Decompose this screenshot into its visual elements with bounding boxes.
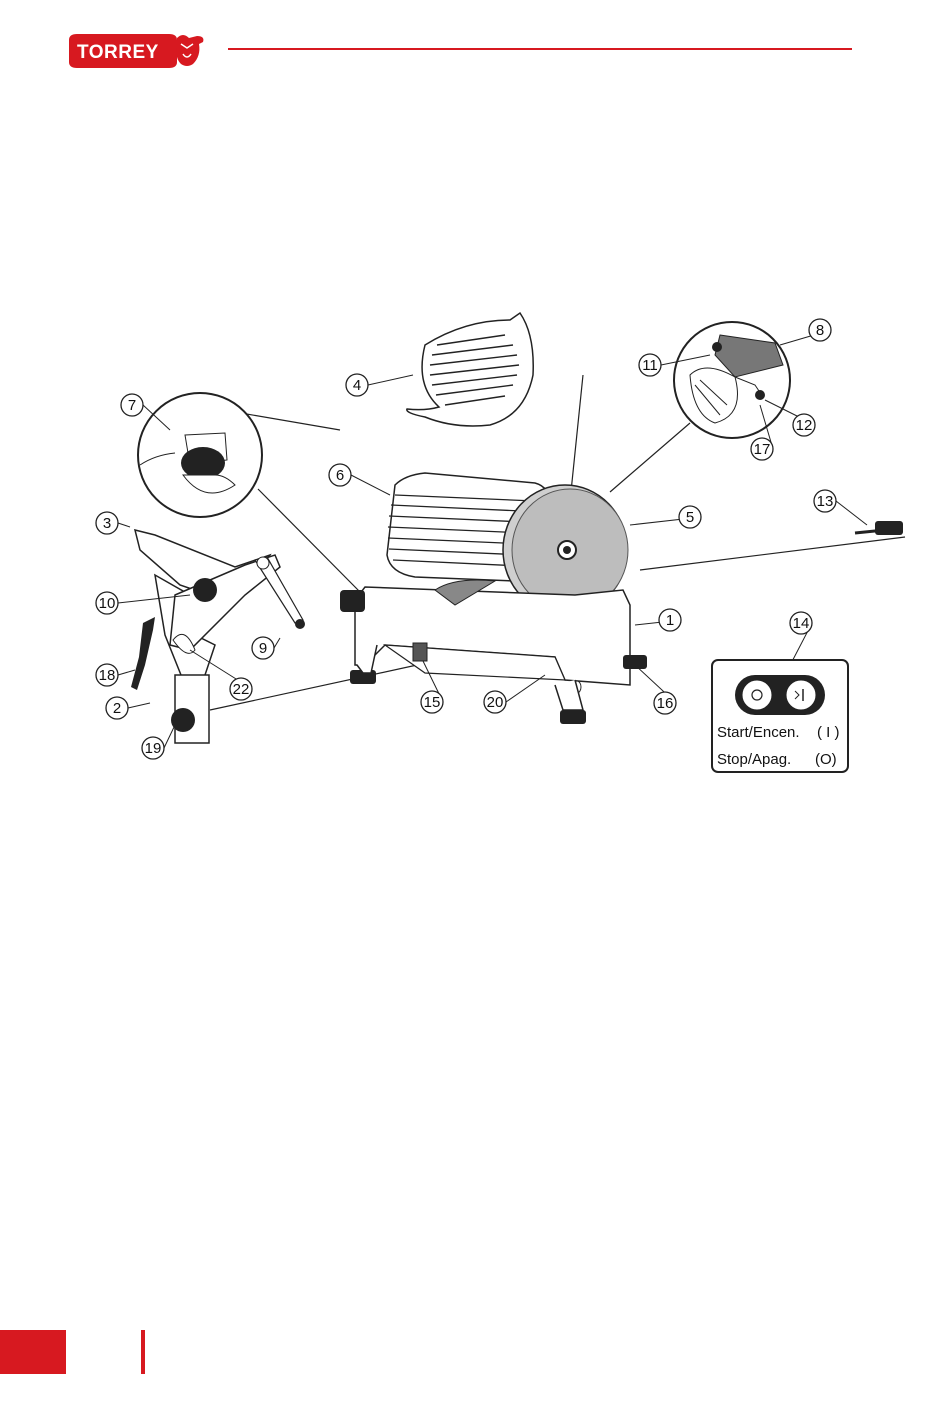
detail-circle-knob [138, 393, 262, 517]
callout-1: 1 [635, 609, 681, 631]
callout-number: 8 [816, 322, 824, 339]
base-body-part [355, 580, 630, 693]
callout-number: 4 [353, 377, 361, 394]
bull-head-icon [177, 35, 204, 66]
stop-label: Stop/Apag. [717, 751, 791, 768]
callout-number: 10 [99, 595, 116, 612]
callout-number: 2 [113, 700, 121, 717]
callout-16: 16 [635, 665, 676, 714]
callout-number: 12 [796, 417, 813, 434]
sharpener-rod-part [855, 521, 903, 535]
callout-number: 20 [487, 694, 504, 711]
callout-number: 9 [259, 640, 267, 657]
pusher-handle-part [131, 617, 155, 690]
start-label: Start/Encen. [717, 724, 800, 741]
callout-number: 19 [145, 740, 162, 757]
callout-6: 6 [329, 464, 390, 495]
callout-9: 9 [252, 637, 280, 659]
carriage-knob-part [193, 578, 217, 602]
callout-number: 15 [424, 694, 441, 711]
callout-number: 11 [642, 357, 658, 374]
stop-symbol: (O) [815, 751, 837, 768]
logo-wordmark: TORREY [77, 42, 159, 63]
torrey-logo: TORREY [65, 30, 207, 72]
callout-3: 3 [96, 512, 130, 534]
callout-number: 7 [128, 397, 136, 414]
callout-number: 1 [666, 612, 674, 629]
lock-knob-part [171, 708, 195, 732]
control-panel: Start/Encen. ( I ) Stop/Apag. (O) [712, 660, 848, 772]
callout-2: 2 [106, 697, 150, 719]
callout-number: 18 [99, 667, 116, 684]
blade-cover-part [407, 313, 533, 426]
callout-18: 18 [96, 664, 135, 686]
carriage-part [131, 530, 305, 743]
callout-4: 4 [346, 374, 413, 396]
callout-19: 19 [142, 725, 175, 759]
start-symbol: ( I ) [817, 724, 840, 741]
callout-number: 5 [686, 509, 694, 526]
sharpener-button-part [413, 643, 427, 661]
callout-number: 13 [817, 493, 834, 510]
callout-number: 22 [233, 681, 250, 698]
callout-number: 3 [103, 515, 111, 532]
callout-5: 5 [630, 506, 701, 528]
header-rule [228, 48, 852, 50]
callout-number: 6 [336, 467, 344, 484]
callout-13: 13 [814, 490, 867, 525]
callout-number: 14 [793, 615, 810, 632]
callout-number: 17 [754, 441, 771, 458]
footer-rule [141, 1330, 145, 1374]
callout-number: 16 [657, 695, 674, 712]
footer-page-tab [0, 1330, 66, 1374]
callout-20: 20 [484, 675, 545, 713]
thickness-knob-part [340, 590, 365, 612]
detail-circle-sharpener [674, 322, 790, 438]
callout-8: 8 [780, 319, 831, 345]
